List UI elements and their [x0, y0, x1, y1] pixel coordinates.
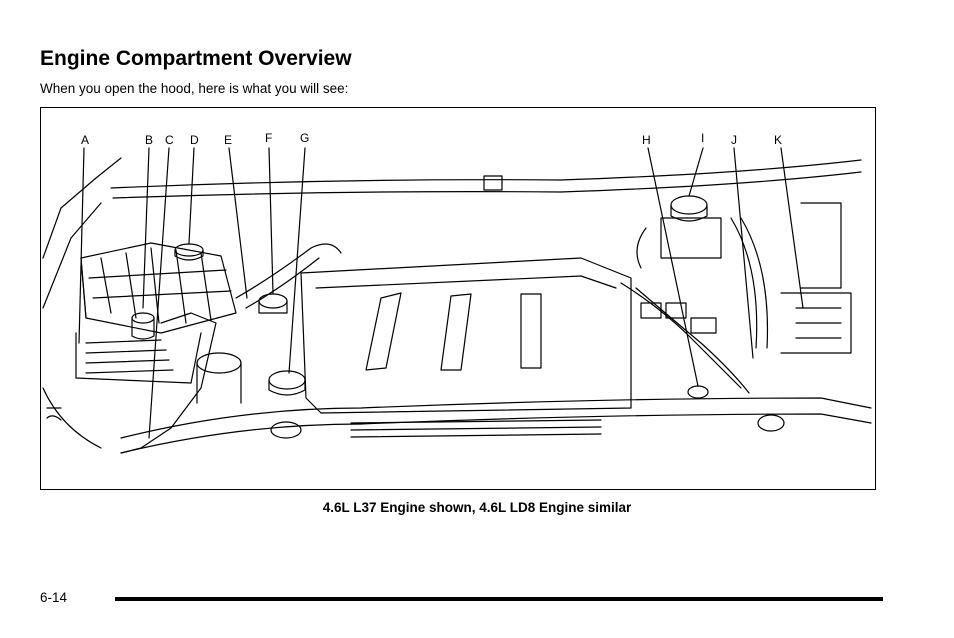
callout-b: B [145, 133, 154, 147]
callout-f: F [265, 131, 273, 145]
callout-i: I [701, 131, 705, 145]
footer-rule [115, 597, 883, 601]
callout-c: C [165, 133, 174, 147]
callout-d: D [190, 133, 199, 147]
callout-g: G [300, 131, 310, 145]
figure-caption: 4.6L L37 Engine shown, 4.6L LD8 Engine s… [322, 500, 632, 515]
callout-e: E [224, 133, 233, 147]
callout-h: H [642, 133, 651, 147]
engine-compartment-illustration: A B C D E F G H I J K [40, 107, 876, 490]
callout-k: K [774, 133, 783, 147]
page-title: Engine Compartment Overview [40, 47, 352, 70]
intro-text: When you open the hood, here is what you… [40, 81, 349, 96]
callout-j: J [731, 133, 737, 147]
callout-a: A [81, 133, 90, 147]
engine-line-drawing [42, 147, 872, 454]
page-number: 6-14 [40, 590, 68, 605]
